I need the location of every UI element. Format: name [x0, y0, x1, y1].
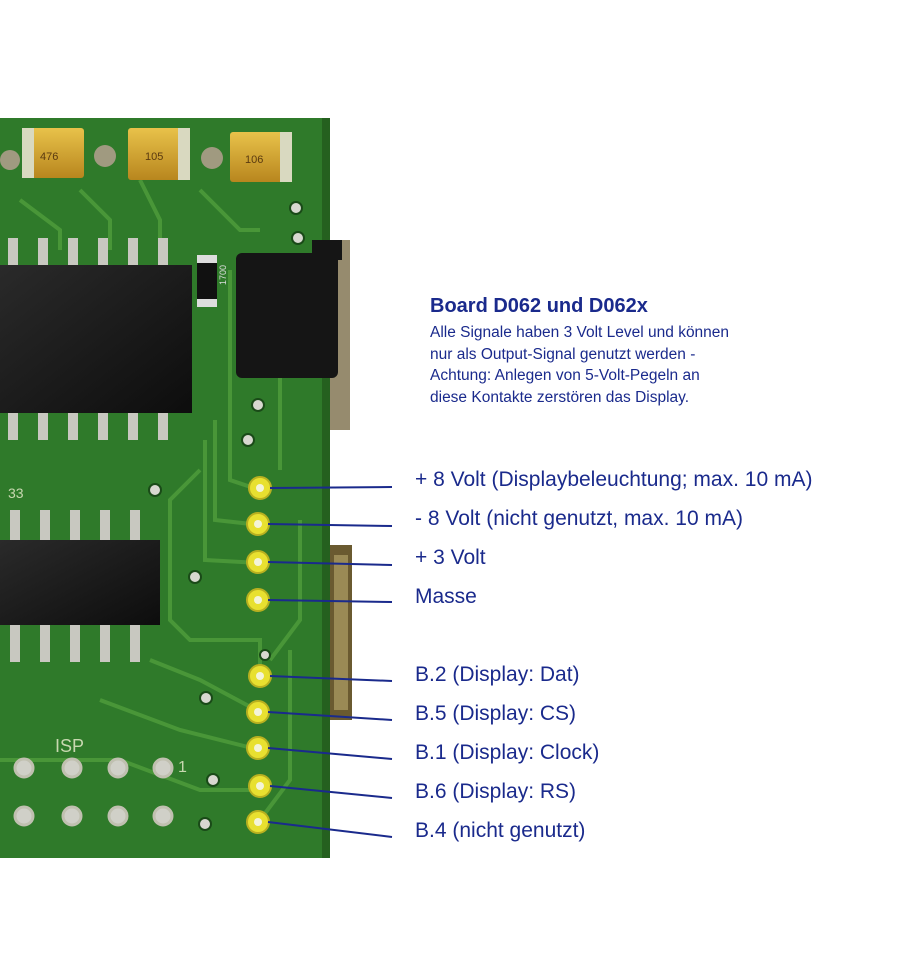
- leader-line: [269, 486, 393, 489]
- leader-line: [267, 821, 393, 838]
- pin-label-b2: B.2 (Display: Dat): [415, 663, 580, 686]
- isp-header: [13, 757, 174, 827]
- leader-line: [267, 747, 393, 760]
- resistor-label: 1700: [218, 265, 228, 285]
- middle-ic: [0, 510, 160, 662]
- description-line: Alle Signale haben 3 Volt Level und könn…: [430, 324, 730, 341]
- pin-label-b5: B.5 (Display: CS): [415, 702, 577, 725]
- contact-pad-hole: [256, 782, 264, 790]
- contact-pad-hole: [254, 596, 262, 604]
- cap-label: 476: [40, 151, 58, 163]
- black-component: [236, 253, 338, 378]
- silkscreen-1: 1: [178, 759, 187, 776]
- pin-label-plus3v: + 3 Volt: [415, 546, 486, 569]
- silkscreen-33: 33: [8, 485, 24, 501]
- leader-line: [267, 711, 393, 721]
- description-line: Achtung: Anlegen von 5-Volt-Pegeln an: [430, 367, 700, 384]
- board-title: Board D062 und D062x: [430, 295, 648, 317]
- leader-line: [267, 523, 393, 527]
- pin-label-b1: B.1 (Display: Clock): [415, 741, 600, 764]
- description-line: diese Kontakte zerstören das Display.: [430, 388, 690, 406]
- contact-pad-hole: [254, 520, 262, 528]
- capacitor-group: 476 105 106: [22, 128, 292, 182]
- cap-label: 105: [145, 151, 163, 163]
- contact-pad-hole: [254, 708, 262, 716]
- contact-pad-hole: [254, 818, 262, 826]
- contact-pad-hole: [256, 672, 264, 680]
- description-line: nur als Output-Signal genutzt werden -: [430, 345, 696, 363]
- pin-label-masse: Masse: [415, 585, 477, 608]
- via-holes: [148, 201, 305, 831]
- contact-pad-hole: [254, 558, 262, 566]
- leader-line: [269, 675, 393, 682]
- contact-pad-hole: [256, 484, 264, 492]
- leader-line: [267, 599, 393, 603]
- pin-label-b6: B.6 (Display: RS): [415, 780, 577, 803]
- leader-line: [267, 561, 393, 566]
- pin-label-b4: B.4 (nicht genutzt): [415, 819, 586, 842]
- top-ic: [0, 238, 192, 440]
- contact-pad-hole: [254, 744, 262, 752]
- leader-lines: [267, 486, 393, 838]
- cap-label: 106: [245, 154, 263, 166]
- pin-label-plus8v: + 8 Volt (Displaybeleuchtung; max. 10 mA…: [415, 468, 813, 491]
- pin-label-minus8v: - 8 Volt (nicht genutzt, max. 10 mA): [415, 507, 743, 530]
- leader-line: [269, 785, 393, 799]
- silkscreen-isp: ISP: [55, 736, 84, 756]
- resistor: [197, 255, 217, 307]
- contact-pads: [246, 476, 272, 834]
- board-description: Alle Signale haben 3 Volt Level und könn…: [430, 322, 810, 408]
